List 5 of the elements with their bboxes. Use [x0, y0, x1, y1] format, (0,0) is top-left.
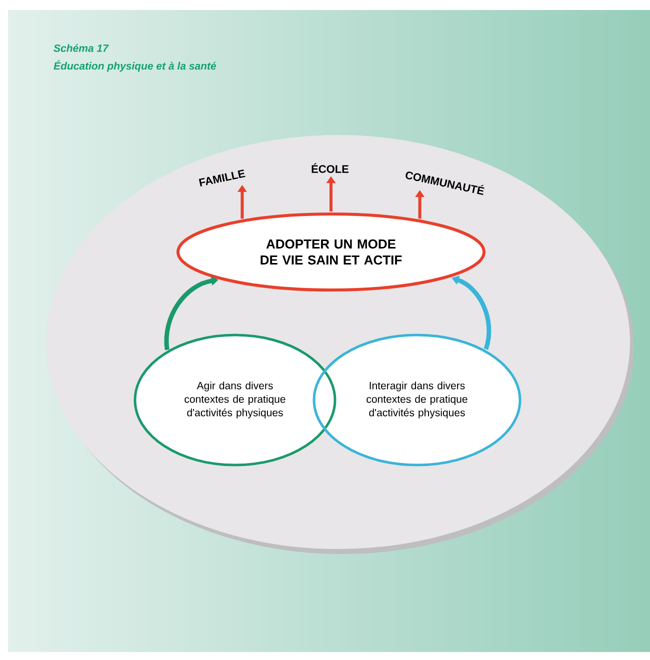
setting-label: FAMILLE: [198, 170, 246, 186]
setting-label: ÉCOLE: [312, 163, 349, 173]
title: Schéma 17: [54, 44, 109, 52]
node-label: Agir dans divers contextes de pratique d'activités physiques: [184, 382, 286, 418]
subtitle: Éducation physique et à la santé: [54, 60, 216, 72]
